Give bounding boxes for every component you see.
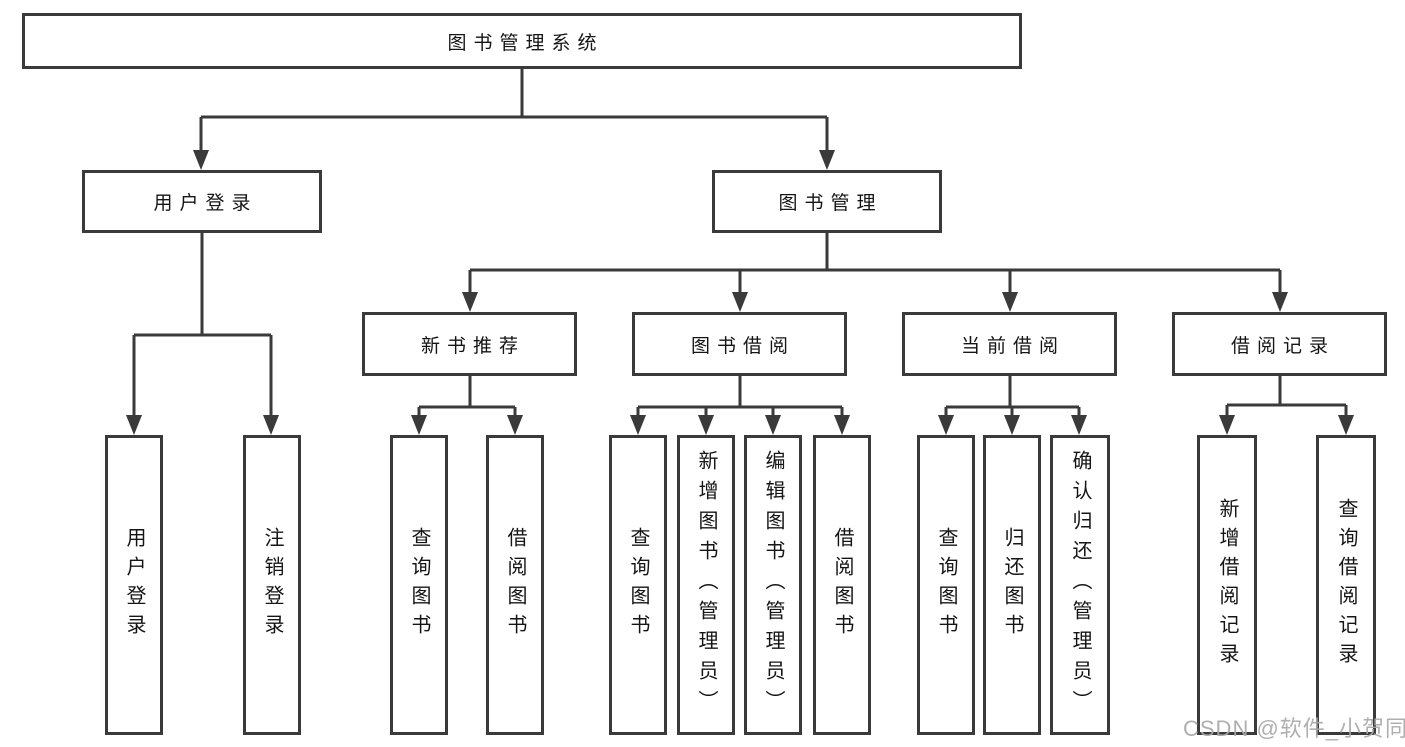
arrowhead-icon (732, 292, 748, 312)
node-book-borrowing: 图书借阅 (632, 312, 847, 376)
arrowhead-icon (1071, 415, 1087, 435)
node-label: 图书管理 (778, 193, 883, 214)
node-label: 借阅记录 (1230, 335, 1335, 357)
node-label: 借阅图书 (504, 527, 526, 643)
node-label: 编辑图书（管理员） (762, 450, 784, 720)
arrowhead-icon (1272, 292, 1288, 312)
arrowhead-icon (462, 292, 478, 312)
arrowhead-icon (1002, 292, 1018, 312)
node-label: 新书推荐 (420, 335, 525, 357)
node-label: 用户登录 (123, 527, 145, 643)
leaf-return-books: 归还图书 (983, 435, 1041, 735)
node-user-login: 用户登录 (82, 170, 322, 233)
node-label: 图书管理系统 (447, 32, 604, 54)
node-label: 新增图书（管理员） (695, 450, 717, 720)
node-current-borrowing: 当前借阅 (902, 312, 1117, 376)
arrowhead-icon (765, 415, 781, 435)
node-label: 查询图书 (627, 527, 649, 643)
node-label: 新增借阅记录 (1216, 498, 1238, 672)
node-label: 查询图书 (408, 527, 430, 643)
node-label: 归还图书 (1001, 527, 1023, 643)
arrowhead-icon (819, 150, 835, 170)
node-borrowing-records: 借阅记录 (1172, 312, 1387, 376)
arrowhead-icon (126, 415, 142, 435)
node-label: 查询图书 (935, 527, 957, 643)
arrowhead-icon (193, 150, 209, 170)
leaf-query-books: 查询图书 (917, 435, 975, 735)
node-label: 图书借阅 (690, 335, 795, 357)
arrowhead-icon (834, 415, 850, 435)
tree-connector-path (132, 69, 1348, 419)
arrowhead-icon (263, 415, 279, 435)
node-library-management-system: 图书管理系统 (22, 13, 1022, 69)
leaf-user-login: 用户登录 (105, 435, 163, 735)
leaf-edit-books-admin: 编辑图书（管理员） (744, 435, 802, 735)
node-label: 当前借阅 (960, 335, 1065, 357)
leaf-borrow-books: 借阅图书 (486, 435, 544, 735)
node-label: 注销登录 (261, 527, 283, 643)
csdn-watermark: CSDN @软件_小贺同学 (1183, 716, 1405, 741)
leaf-query-books: 查询图书 (390, 435, 448, 735)
arrowhead-icon (938, 415, 954, 435)
arrowhead-icon (1219, 415, 1235, 435)
leaf-add-books-admin: 新增图书（管理员） (677, 435, 735, 735)
arrowhead-icon (1004, 415, 1020, 435)
leaf-query-borrow-record: 查询借阅记录 (1316, 435, 1376, 735)
arrowhead-icon (1338, 415, 1354, 435)
node-label: 确认归还（管理员） (1069, 450, 1091, 720)
arrowhead-icon (630, 415, 646, 435)
node-label: 查询借阅记录 (1335, 498, 1357, 672)
node-new-book-recommendation: 新书推荐 (362, 312, 577, 376)
leaf-confirm-return-admin: 确认归还（管理员） (1050, 435, 1110, 735)
node-label: 用户登录 (153, 193, 258, 214)
leaf-borrow-books: 借阅图书 (813, 435, 871, 735)
leaf-logout: 注销登录 (243, 435, 301, 735)
arrowheads (126, 150, 1354, 435)
arrowhead-icon (698, 415, 714, 435)
leaf-query-books: 查询图书 (609, 435, 667, 735)
node-book-management: 图书管理 (712, 170, 942, 233)
leaf-add-borrow-record: 新增借阅记录 (1197, 435, 1257, 735)
node-label: 借阅图书 (831, 527, 853, 643)
arrowhead-icon (411, 415, 427, 435)
arrowhead-icon (507, 415, 523, 435)
